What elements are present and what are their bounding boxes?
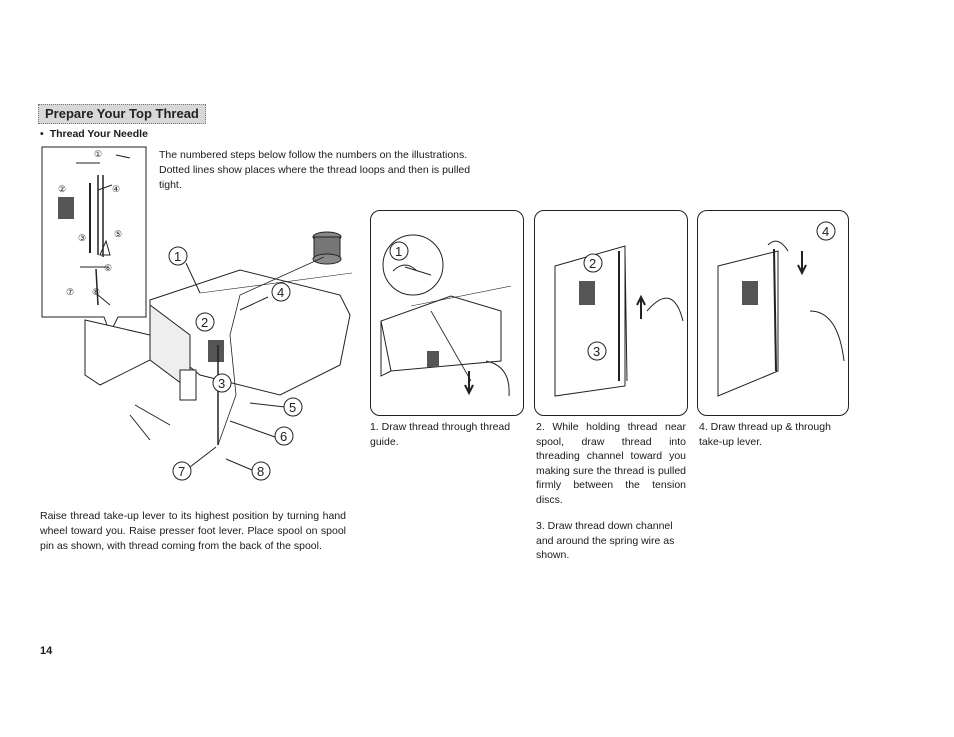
inset-label-1: ① [94,149,102,159]
bullet: • [40,128,44,140]
step-4-text: 4. Draw thread up & through take-up leve… [699,421,831,448]
main-threading-illustration: ① ② ③ ④ ⑤ ⑥ ⑦ ⑧ 1 [40,145,370,490]
step-3-label: 3 [593,344,600,359]
main-label-1: 1 [174,249,181,264]
inset-label-4: ④ [112,184,120,194]
inset-label-2: ② [58,184,66,194]
subsection-title: Thread Your Needle [49,128,148,140]
step-1-label: 1 [395,244,402,259]
inset-label-8: ⑧ [92,287,100,297]
step-2-label: 2 [589,256,596,271]
intro-text: The numbered steps below follow the numb… [159,149,471,191]
step-3-text: 3. Draw thread down channel and around t… [536,520,675,561]
step-1-text: 1. Draw thread through thread guide. [370,421,511,448]
step-1-svg: 1 [380,234,512,397]
step-4-illustration: 4 [697,210,849,416]
main-label-6: 6 [280,429,287,444]
step-1-illustration: 1 [370,210,524,416]
step-4-svg: 4 [717,221,845,397]
inset-label-3: ③ [78,233,86,243]
main-label-2: 2 [201,315,208,330]
inset-label-5: ⑤ [114,229,122,239]
inset-label-7: ⑦ [66,287,74,297]
step-4-label: 4 [822,224,829,239]
step-2-3-svg: 2 3 [554,245,684,397]
main-label-4: 4 [277,285,284,300]
step-2-3-illustration: 2 3 [534,210,688,416]
step-2-text: 2. While holding thread near spool, draw… [536,421,686,506]
main-label-8: 8 [257,464,264,479]
main-label-5: 5 [289,400,296,415]
subsection-heading: • Thread Your Needle [40,128,148,140]
page-number: 14 [40,645,53,657]
main-label-3: 3 [218,376,225,391]
inset-label-6: ⑥ [104,263,112,273]
section-heading: Prepare Your Top Thread [38,104,206,124]
main-label-7: 7 [178,464,185,479]
main-illustration-svg: ① ② ③ ④ ⑤ ⑥ ⑦ ⑧ 1 [41,146,353,481]
spool-instructions: Raise thread take-up lever to its highes… [40,510,346,552]
